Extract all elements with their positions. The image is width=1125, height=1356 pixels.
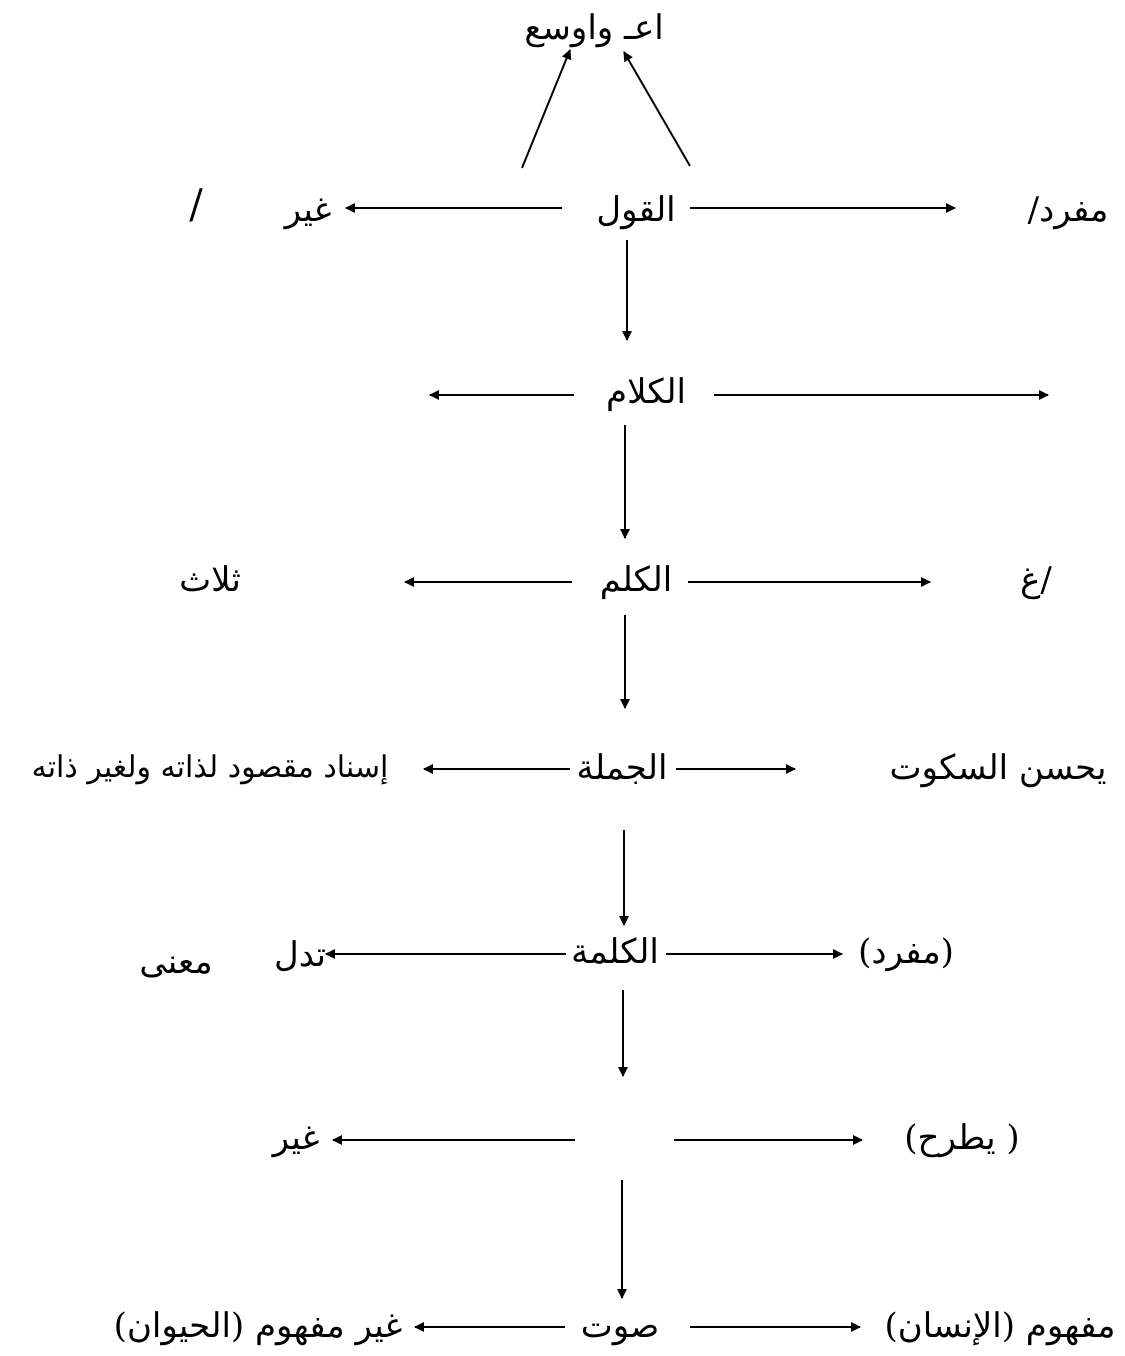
label-kalim: الكلم — [599, 560, 673, 600]
label-kalima-right: (مفرد) — [858, 932, 954, 972]
label-jumla-right: يحسن السكوت — [889, 748, 1107, 788]
label-qawl: القول — [596, 190, 676, 230]
label-kalima: الكلمة — [571, 932, 659, 972]
label-kalim-right: /غ — [1020, 560, 1052, 600]
label-sawt: صوت — [580, 1306, 660, 1346]
label-kalima-left-b: معنى — [139, 942, 213, 982]
label-kalima-left-a: تدل — [273, 935, 327, 975]
label-row6-right: ( يطرح) — [904, 1118, 1020, 1158]
label-qawl-right: مفرد/ — [1027, 190, 1109, 230]
arrow-qawl-to-top-right — [623, 51, 691, 167]
label-top-wide: اعـ واوسع — [524, 8, 664, 48]
label-kalim-left: ثلاث — [179, 560, 241, 600]
label-qawl-left-slash: / — [189, 182, 203, 228]
label-sawt-left: غير مفهوم (الحيوان) — [113, 1306, 403, 1346]
label-jumla-left: إسناد مقصود لذاته ولغير ذاته — [31, 750, 389, 785]
label-kalam: الكلام — [606, 372, 686, 412]
arrow-qawl-to-top-left — [521, 49, 572, 169]
label-sawt-right: مفهوم (الإنسان) — [884, 1306, 1116, 1346]
label-jumla: الجملة — [576, 748, 668, 788]
label-row6-left: غير — [272, 1118, 320, 1158]
label-qawl-left: غير — [284, 190, 332, 230]
